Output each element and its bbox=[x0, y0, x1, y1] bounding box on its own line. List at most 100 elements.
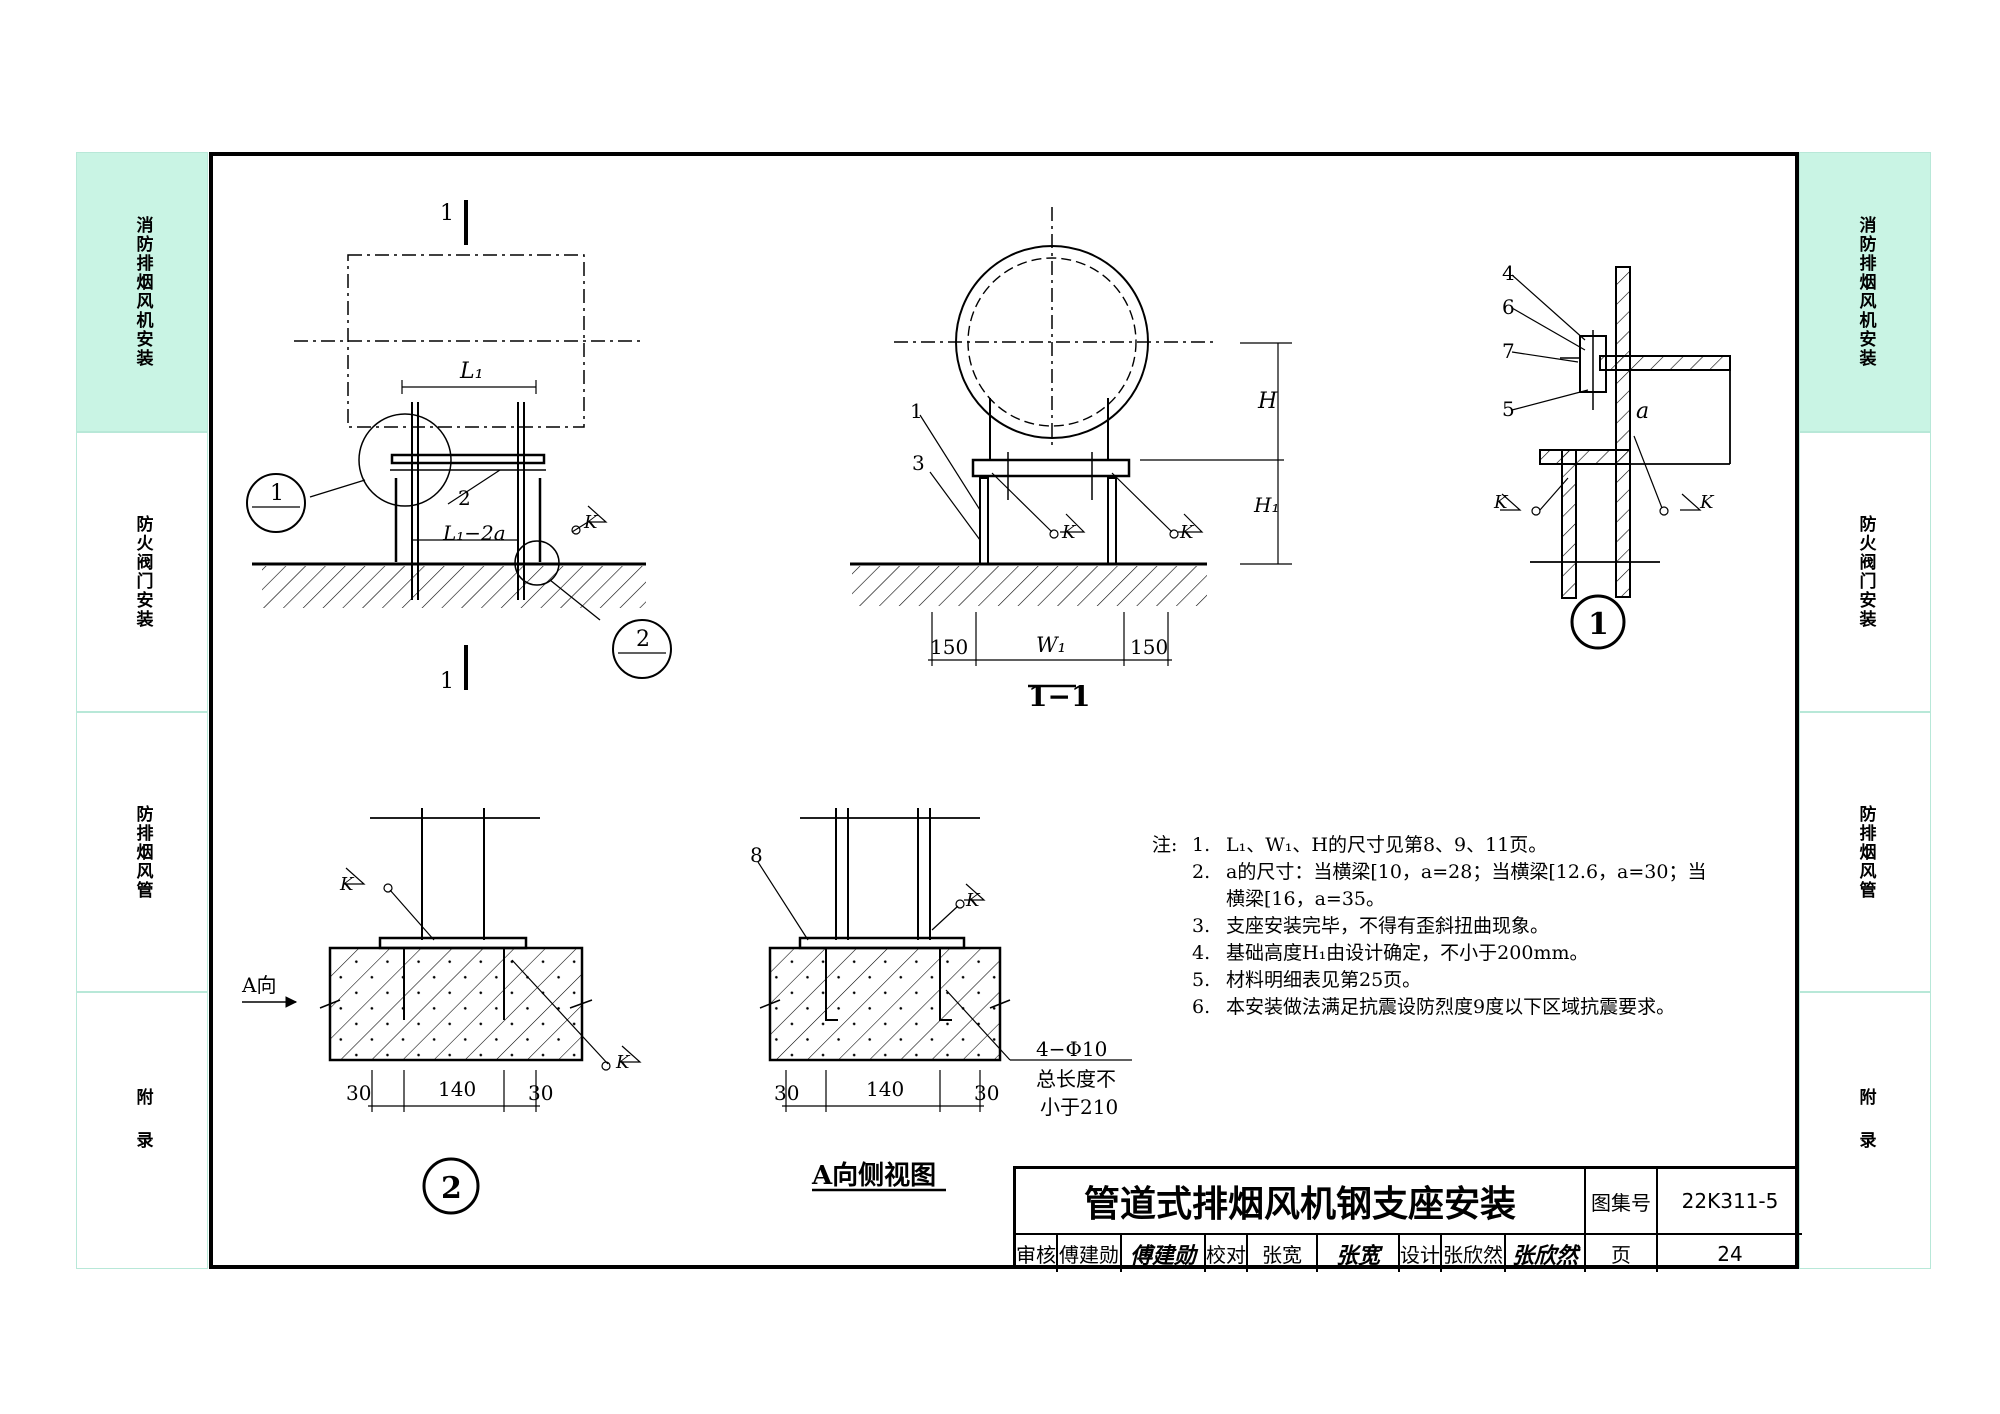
dim-30-side-right: 30 bbox=[974, 1081, 999, 1105]
note-number: 5. bbox=[1192, 969, 1211, 991]
reviewer-signature: 傅建勋 bbox=[1122, 1235, 1206, 1272]
part-7-label: 7 bbox=[1502, 339, 1515, 363]
designer-signature: 张欣然 bbox=[1506, 1235, 1586, 1272]
part-1-label: 1 bbox=[910, 399, 923, 423]
review-label: 审核 bbox=[1016, 1235, 1058, 1272]
note-text: a的尺寸：当横梁[10，a=28；当横梁[12.6，a=30；当横梁[16，a=… bbox=[1226, 861, 1707, 910]
design-notes: 注: 1. L₁、W₁、H的尺寸见第8、9、11页。 2. a的尺寸：当横梁[1… bbox=[1152, 832, 1712, 1021]
part-4-label: 4 bbox=[1502, 261, 1515, 285]
part-6-label: 6 bbox=[1502, 295, 1515, 319]
note-text: 支座安装完毕，不得有歪斜扭曲现象。 bbox=[1226, 915, 1550, 937]
weld-k-section-right: K bbox=[1179, 522, 1195, 543]
note-text: 材料明细表见第25页。 bbox=[1226, 969, 1422, 991]
page-number: 24 bbox=[1717, 1241, 1743, 1266]
note-number: 6. bbox=[1192, 996, 1211, 1018]
detail-2-title: 2 bbox=[441, 1171, 462, 1206]
note-text: 基础高度H₁由设计确定，不小于200mm。 bbox=[1226, 942, 1589, 964]
note-item: 5. 材料明细表见第25页。 bbox=[1152, 967, 1712, 994]
dim-30-right: 30 bbox=[528, 1081, 553, 1105]
dim-w1-label: W₁ bbox=[1036, 633, 1066, 657]
side-tab-right-fan[interactable]: 消防排烟风机安装 bbox=[1799, 152, 1931, 432]
side-tab-left-duct[interactable]: 防排烟风管 bbox=[76, 712, 208, 992]
dim-150-right: 150 bbox=[1130, 635, 1168, 659]
drawing-title: 管道式排烟风机钢支座安装 bbox=[1016, 1169, 1586, 1235]
note-item: 2. a的尺寸：当横梁[10，a=28；当横梁[12.6，a=30；当横梁[16… bbox=[1152, 859, 1712, 913]
note-number: 2. bbox=[1192, 861, 1211, 883]
checker-name: 张宽 bbox=[1248, 1235, 1318, 1272]
note-item: 注: 1. L₁、W₁、H的尺寸见第8、9、11页。 bbox=[1152, 832, 1712, 859]
dim-140: 140 bbox=[438, 1077, 476, 1101]
check-label: 校对 bbox=[1206, 1235, 1248, 1272]
weld-k-detail1-left: K bbox=[1493, 492, 1509, 513]
note-item: 3. 支座安装完毕，不得有歪斜扭曲现象。 bbox=[1152, 913, 1712, 940]
dim-l1-2a-label: L₁−2a bbox=[442, 521, 506, 545]
weld-k-elev: K bbox=[583, 512, 599, 533]
direction-a-label: A向 bbox=[241, 973, 276, 997]
side-tab-label: 附录 bbox=[1855, 1087, 1876, 1174]
page-label: 页 bbox=[1586, 1235, 1658, 1272]
dim-l1-label: L₁ bbox=[459, 359, 483, 384]
note-number: 4. bbox=[1192, 942, 1211, 964]
checker-signature: 张宽 bbox=[1318, 1235, 1400, 1272]
title-block: 管道式排烟风机钢支座安装 图集号 22K311-5 审核 傅建勋 傅建勋 校对 … bbox=[1013, 1166, 1802, 1272]
side-tab-label: 防排烟风管 bbox=[1855, 804, 1876, 900]
note-item: 6. 本安装做法满足抗震设防烈度9度以下区域抗震要求。 bbox=[1152, 994, 1712, 1021]
side-view-title: A向侧视图 bbox=[811, 1160, 936, 1191]
dim-30-side-left: 30 bbox=[774, 1081, 799, 1105]
side-tab-right-appendix[interactable]: 附录 bbox=[1799, 992, 1931, 1269]
note-number: 1. bbox=[1192, 834, 1211, 856]
side-tab-left-damper[interactable]: 防火阀门安装 bbox=[76, 432, 208, 712]
detail-2-view bbox=[242, 808, 642, 1215]
detail-1-title: 1 bbox=[1588, 607, 1609, 642]
side-tab-label: 防火阀门安装 bbox=[132, 515, 153, 629]
notes-label: 注: bbox=[1152, 834, 1178, 856]
part-5-label: 5 bbox=[1502, 397, 1515, 421]
detail-2-callout: 2 bbox=[636, 627, 650, 652]
weld-k-detail2-bottom: K bbox=[615, 1052, 631, 1073]
side-tab-label: 消防排烟风机安装 bbox=[1855, 216, 1876, 368]
side-tab-label: 防排烟风管 bbox=[132, 804, 153, 900]
atlas-number: 22K311-5 bbox=[1658, 1169, 1802, 1235]
part-3-label: 3 bbox=[912, 451, 925, 475]
weld-k-section-left: K bbox=[1061, 522, 1077, 543]
dim-30-left: 30 bbox=[346, 1081, 371, 1105]
detail-1-callout: 1 bbox=[270, 481, 284, 506]
dim-h1-label: H₁ bbox=[1253, 493, 1279, 517]
side-tab-left-appendix[interactable]: 附录 bbox=[76, 992, 208, 1269]
rebar-note-3: 小于210 bbox=[1040, 1095, 1118, 1119]
side-tab-right-damper[interactable]: 防火阀门安装 bbox=[1799, 432, 1931, 712]
note-text: L₁、W₁、H的尺寸见第8、9、11页。 bbox=[1226, 834, 1548, 856]
section-mark-bottom: 1 bbox=[440, 669, 454, 694]
section-1-1-title: 1−1 bbox=[1028, 680, 1090, 713]
note-item: 4. 基础高度H₁由设计确定，不小于200mm。 bbox=[1152, 940, 1712, 967]
dim-h-label: H bbox=[1257, 389, 1278, 414]
designer-name: 张欣然 bbox=[1442, 1235, 1506, 1272]
side-tab-label: 防火阀门安装 bbox=[1855, 515, 1876, 629]
note-number: 3. bbox=[1192, 915, 1211, 937]
part-2-label: 2 bbox=[458, 486, 471, 510]
a-side-view bbox=[757, 808, 1132, 1192]
design-label: 设计 bbox=[1400, 1235, 1442, 1272]
weld-k-detail2-top: K bbox=[339, 874, 355, 895]
elevation-view bbox=[246, 200, 672, 690]
side-tab-left-fan[interactable]: 消防排烟风机安装 bbox=[76, 152, 208, 432]
weld-k-side-view: K bbox=[965, 890, 981, 911]
rebar-note-1: 4−Φ10 bbox=[1036, 1037, 1107, 1061]
section-mark-top: 1 bbox=[440, 201, 454, 226]
dim-140-side: 140 bbox=[866, 1077, 904, 1101]
atlas-label: 图集号 bbox=[1586, 1169, 1658, 1235]
note-text: 本安装做法满足抗震设防烈度9度以下区域抗震要求。 bbox=[1226, 996, 1676, 1018]
dim-150-left: 150 bbox=[930, 635, 968, 659]
dim-a-label: a bbox=[1636, 399, 1649, 424]
detail-1-view bbox=[1500, 266, 1731, 650]
weld-k-detail1-right: K bbox=[1699, 492, 1715, 513]
drawing-frame bbox=[209, 152, 1799, 1269]
side-tab-right-duct[interactable]: 防排烟风管 bbox=[1799, 712, 1931, 992]
part-8-label: 8 bbox=[750, 843, 763, 867]
rebar-note-2: 总长度不 bbox=[1036, 1067, 1116, 1091]
side-tab-label: 附录 bbox=[132, 1087, 153, 1174]
section-1-1-view bbox=[850, 207, 1292, 688]
side-tab-label: 消防排烟风机安装 bbox=[132, 216, 153, 368]
reviewer-name: 傅建勋 bbox=[1058, 1235, 1122, 1272]
